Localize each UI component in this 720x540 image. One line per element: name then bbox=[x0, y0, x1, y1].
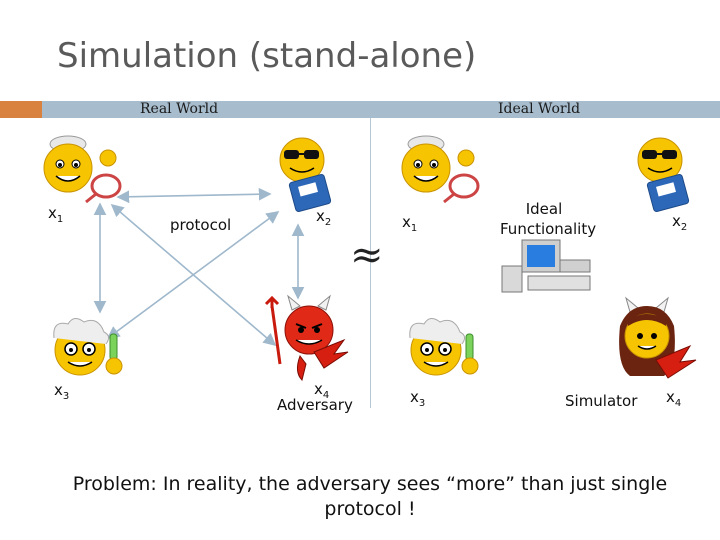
problem-statement: Problem: In reality, the adversary sees … bbox=[72, 473, 668, 520]
adversary-label: Adversary bbox=[277, 396, 353, 414]
devil-girl-smiley-icon bbox=[619, 296, 697, 379]
ideal-world-header: Ideal World bbox=[498, 101, 581, 117]
tennis-smiley-icon bbox=[43, 135, 122, 204]
ideal-x2-label: x2 bbox=[672, 212, 688, 233]
sunglasses-smiley-icon bbox=[279, 137, 332, 212]
simulator-label: Simulator bbox=[565, 392, 638, 410]
ideal-x3-label: x3 bbox=[410, 388, 426, 409]
edge-x3-x2 bbox=[106, 211, 280, 339]
devil-smiley-icon bbox=[264, 294, 349, 381]
approx-symbol: ≈ bbox=[350, 232, 384, 278]
ideal-x1-label: x1 bbox=[402, 213, 418, 234]
slide-title: Simulation (stand-alone) bbox=[57, 36, 477, 76]
sunglasses-smiley-icon bbox=[637, 137, 690, 212]
scientist-smiley-icon bbox=[409, 318, 479, 376]
world-divider bbox=[370, 118, 371, 408]
tennis-smiley-icon bbox=[401, 135, 480, 204]
protocol-label: protocol bbox=[170, 216, 232, 234]
scientist-smiley-icon bbox=[53, 318, 123, 376]
real-x2-label: x2 bbox=[316, 207, 332, 228]
header-bar bbox=[42, 101, 720, 118]
real-x3-label: x3 bbox=[54, 381, 70, 402]
real-x1-label: x1 bbox=[48, 204, 64, 225]
accent-bar bbox=[0, 101, 42, 118]
ideal-x4-label: x4 bbox=[666, 388, 682, 409]
edge-x1-x2 bbox=[116, 187, 272, 204]
ideal-functionality-label: Ideal Functionality bbox=[500, 200, 597, 238]
computer-icon bbox=[501, 239, 591, 293]
real-x4-label: x4 bbox=[314, 380, 330, 401]
real-world-header: Real World bbox=[140, 101, 219, 117]
